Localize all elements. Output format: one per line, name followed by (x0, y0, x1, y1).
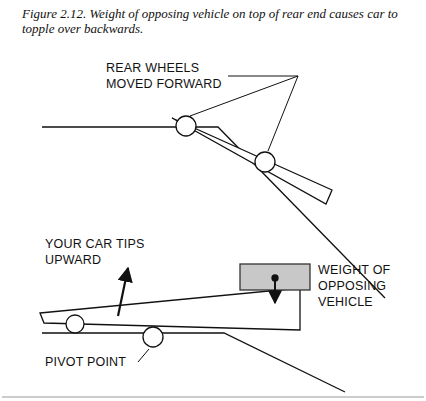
callout-label: YOUR CAR TIPS UPWARD (45, 236, 173, 268)
ground-line (42, 333, 345, 392)
rule-line (2, 397, 424, 398)
callout-label: PIVOT POINT (45, 354, 145, 370)
front-wheel (66, 315, 84, 333)
callout-label: REAR WHEELS MOVED FORWARD (106, 60, 228, 92)
rear-wheel (143, 327, 163, 347)
figure-caption: Figure 2.12. Weight of opposing vehicle … (22, 6, 414, 36)
callout-label: WEIGHT OF OPPOSING VEHICLE (318, 262, 420, 310)
leader-line (138, 349, 149, 362)
car-body (172, 118, 332, 204)
rear-wheel (176, 116, 196, 136)
weight-arrow (274, 278, 276, 303)
tip-arrow (118, 268, 128, 316)
rear-wheel (255, 152, 275, 172)
